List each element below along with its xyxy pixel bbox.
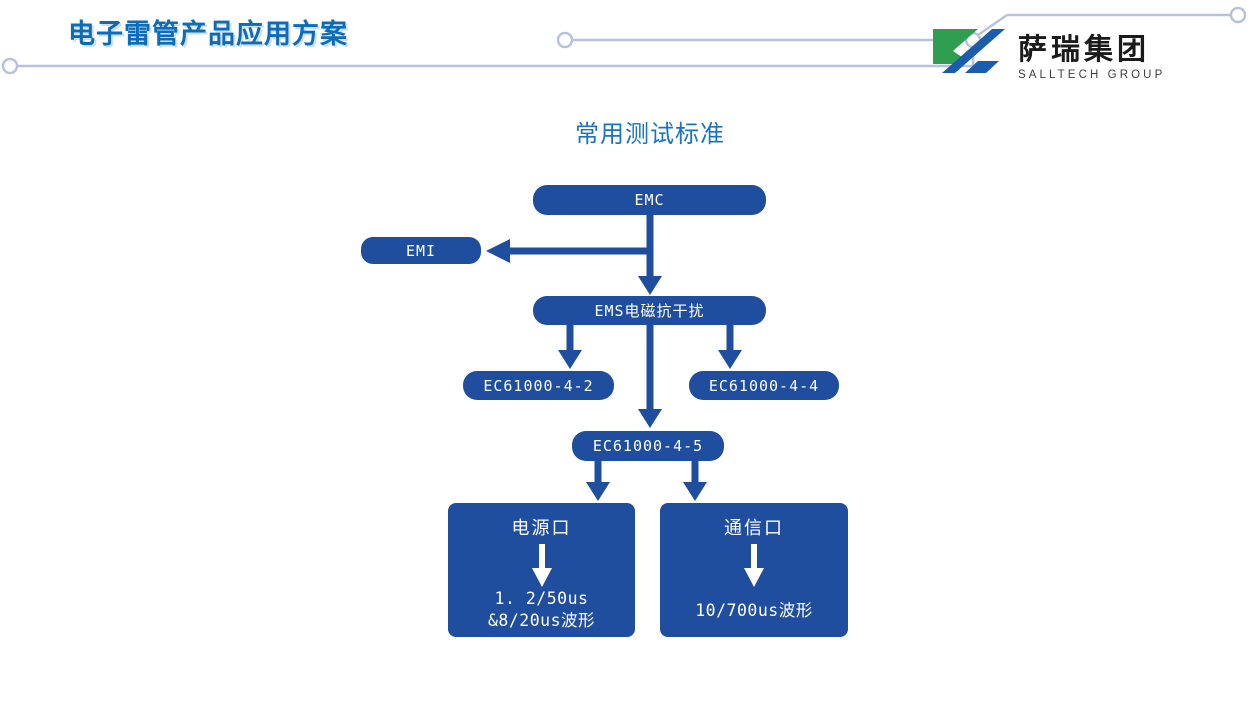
comm-port-title: 通信口 xyxy=(724,518,784,539)
node-emi: EMI xyxy=(361,237,481,264)
power-port-line1: 1. 2/50us xyxy=(494,589,589,608)
slide-title: 电子雷管产品应用方案 xyxy=(68,19,348,49)
node-ems: EMS电磁抗干扰 xyxy=(533,296,766,325)
white-down-arrow-icon xyxy=(531,544,552,587)
node-comm-port: 通信口 10/700us波形 xyxy=(660,503,848,637)
company-logo: 萨瑞集团 SALLTECH GROUP xyxy=(933,24,1232,81)
arrow-ems-to-ec61000-4-5 xyxy=(638,325,662,428)
arrow-ems-to-ec61000-4-2 xyxy=(558,325,582,369)
node-ec61000-4-2: EC61000-4-2 xyxy=(463,371,614,400)
logo-subname: SALLTECH GROUP xyxy=(1018,69,1166,81)
diagram-title: 常用测试标准 xyxy=(575,121,725,148)
power-port-line2: &8/20us波形 xyxy=(487,611,596,631)
arrow-ec5-to-power-port xyxy=(586,461,610,501)
white-down-arrow-icon xyxy=(744,544,764,587)
node-ec61000-4-5: EC61000-4-5 xyxy=(572,431,724,461)
arrow-emc-to-ems xyxy=(638,215,662,295)
arrow-to-emi xyxy=(486,239,650,263)
logo-mark-icon xyxy=(933,29,1005,73)
power-port-title: 电源口 xyxy=(511,518,572,539)
node-ec61000-4-4: EC61000-4-4 xyxy=(689,371,839,400)
node-emc: EMC xyxy=(533,185,766,215)
comm-port-line1: 10/700us波形 xyxy=(695,601,813,620)
logo-name: 萨瑞集团 xyxy=(1018,34,1151,66)
arrow-ec5-to-comm-port xyxy=(683,461,707,501)
node-power-port: 电源口 1. 2/50us &8/20us波形 xyxy=(448,503,635,637)
logo-text: 萨瑞集团 SALLTECH GROUP xyxy=(1018,26,1232,81)
arrow-ems-to-ec61000-4-4 xyxy=(718,325,742,369)
